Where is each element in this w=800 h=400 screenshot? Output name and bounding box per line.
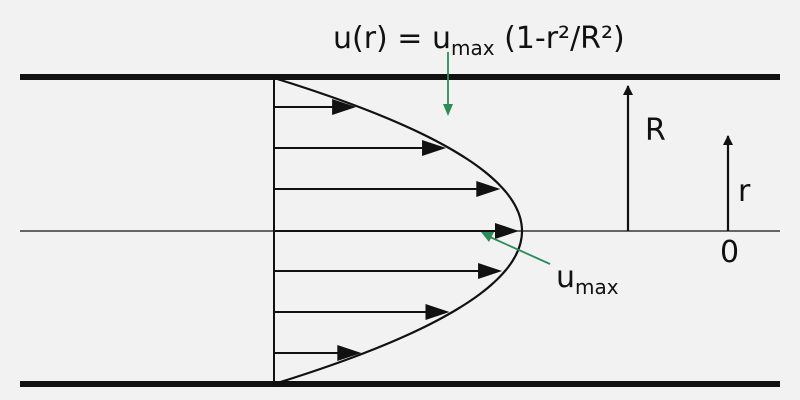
origin-label: 0 — [720, 235, 739, 270]
umax-label-main: u — [556, 260, 575, 295]
velocity-arrows — [274, 99, 519, 361]
coordinate-label: r — [738, 174, 751, 209]
velocity-arrow-head — [332, 99, 357, 115]
velocity-profile-curve — [273, 76, 524, 386]
velocity-arrow-head — [476, 181, 501, 197]
formula-suffix: (1-r²/R²) — [495, 21, 625, 56]
umax-pointer-arrow — [481, 232, 551, 265]
velocity-arrow-head — [478, 263, 503, 279]
radius-label: R — [645, 113, 666, 148]
formula-subscript: max — [451, 36, 495, 60]
umax-label-subscript: max — [575, 275, 619, 299]
velocity-arrow-head — [495, 223, 519, 239]
velocity-arrow-head — [425, 304, 450, 320]
velocity-arrow-head — [337, 345, 362, 361]
velocity-arrow-head — [422, 140, 447, 156]
umax-label: umax — [556, 260, 619, 299]
velocity-formula: u(r) = umax (1-r²/R²) — [333, 21, 625, 60]
formula-prefix: u(r) = u — [333, 21, 451, 56]
formula-pointer-arrow — [443, 52, 453, 116]
